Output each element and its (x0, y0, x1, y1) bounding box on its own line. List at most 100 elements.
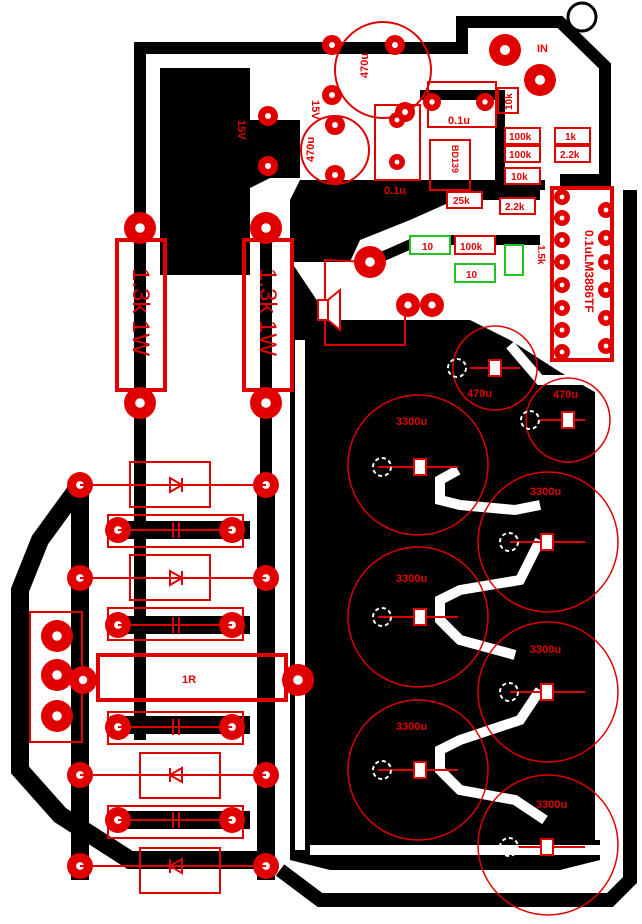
capacitor-symbol (413, 608, 427, 626)
label-470u-c: 470u (467, 388, 492, 400)
cap-0u1-bottom-box (374, 104, 421, 181)
capacitor-symbol-small (172, 719, 180, 735)
capacitor-symbol-small (172, 522, 180, 538)
cap-3300u-4 (477, 621, 619, 763)
solder-pad-hole (603, 207, 609, 213)
label-2k2: 2.2k (560, 150, 580, 161)
diode-symbol (168, 857, 183, 875)
capacitor-symbol (540, 683, 554, 701)
solder-pad-hole (603, 315, 609, 321)
solder-pad-hole (482, 99, 488, 105)
label-10-a: 10 (422, 242, 434, 253)
label-0u1-top: 0.1u (448, 115, 470, 127)
mounting-hole (566, 1, 598, 33)
solder-pad-hole (365, 257, 375, 267)
label-2k2-b: 2.2k (505, 202, 525, 213)
resistor-2k2 (554, 145, 591, 163)
solder-pad-hole (603, 343, 609, 349)
solder-pad-hole (559, 215, 565, 221)
ground-pad-ring (499, 682, 519, 702)
ic-outline (550, 186, 614, 362)
input-pad-2-hole (535, 75, 545, 85)
ground-pad-ring (372, 607, 392, 627)
text-layer: IN 1.3k 1W 1.3k 1W 1R 3300u 3300u 3300u … (127, 43, 596, 811)
cap-470u-low-a (452, 325, 538, 411)
resistor-1k (554, 127, 591, 145)
resistor-100k-a (504, 127, 541, 145)
solder-pad-hole (404, 301, 412, 309)
solder-pad-hole (329, 92, 335, 98)
cap-3300u-6 (477, 774, 619, 916)
copper-track-right (275, 190, 637, 907)
label-3300u-1: 3300u (396, 416, 427, 428)
solder-pad-hole (52, 670, 62, 680)
solder-pad-hole (329, 42, 335, 48)
capacitor-symbol-small (172, 812, 180, 828)
ground-pad-ring (447, 358, 467, 378)
resistor-10k (504, 167, 541, 185)
copper-pour-top (160, 68, 300, 275)
capacitor-symbol (561, 411, 575, 429)
label-3300u-4: 3300u (530, 644, 561, 656)
label-1k: 1k (565, 132, 577, 143)
solder-pad-hole (394, 117, 400, 123)
solder-pad-hole (394, 159, 400, 165)
solder-pad-hole (559, 194, 565, 200)
solder-pad-hole (52, 711, 62, 721)
solder-pad-hole (429, 99, 435, 105)
solder-pad-hole (265, 163, 271, 169)
resistor-25k (446, 191, 483, 209)
diode-symbol (169, 476, 184, 494)
label-ic: 0.1uLM3886TF (582, 230, 596, 313)
label-in: IN (537, 43, 548, 55)
capacitor-symbol (413, 458, 427, 476)
label-3300u-5: 3300u (396, 721, 427, 733)
label-470u-a: 470u (359, 53, 371, 78)
solder-pad-hole (559, 259, 565, 265)
solder-pad-hole (261, 398, 271, 408)
label-15v-a: 15V (309, 100, 321, 120)
label-1r: 1R (182, 674, 196, 686)
transistor-body (429, 139, 471, 191)
solder-pad-hole (428, 301, 436, 309)
label-15v-b: 15V (235, 120, 247, 140)
resistor-100k-b (504, 145, 541, 163)
solder-pad-hole (52, 631, 62, 641)
resistor-10-a (409, 235, 451, 255)
label-1k5: 1.5k (535, 245, 546, 265)
solder-pad-hole (392, 42, 398, 48)
resistor-100k-c (454, 235, 496, 255)
solder-pad-hole (559, 305, 565, 311)
label-3300u-3: 3300u (396, 573, 427, 585)
cap-3300u-1 (347, 394, 489, 536)
solder-pad-hole (332, 172, 338, 178)
cap-470u-low-b (525, 377, 611, 463)
cap-470u-top (334, 21, 432, 119)
label-470u-d: 470u (553, 389, 578, 401)
solder-pad-hole (603, 287, 609, 293)
label-10-b: 10 (466, 270, 478, 281)
label-0u1-bottom: 0.1u (384, 185, 406, 197)
label-100k-c: 100k (460, 242, 483, 253)
solder-pad-hole (603, 259, 609, 265)
label-3300u-6: 3300u (536, 799, 567, 811)
label-10k-top: 10k (504, 93, 515, 110)
solder-pad-hole (135, 223, 145, 233)
solder-pad-hole (559, 327, 565, 333)
label-100k-a: 100k (509, 132, 532, 143)
solder-pad-hole (78, 675, 88, 685)
diode-symbol (168, 766, 183, 784)
label-res-big-right: 1.3k 1W (254, 268, 281, 356)
copper-track-loop (10, 479, 260, 869)
solder-pad-hole (332, 122, 338, 128)
label-100k-b: 100k (509, 150, 532, 161)
solder-pad-hole (261, 223, 271, 233)
capacitor-symbol (540, 533, 554, 551)
label-transistor: BD139 (450, 145, 460, 173)
resistor-2k2-b (499, 197, 536, 215)
label-res-big-left: 1.3k 1W (127, 268, 154, 356)
solder-pad-hole (135, 398, 145, 408)
input-pad-1-hole (500, 45, 510, 55)
label-10k: 10k (511, 172, 528, 183)
label-470u-b: 470u (305, 137, 317, 162)
